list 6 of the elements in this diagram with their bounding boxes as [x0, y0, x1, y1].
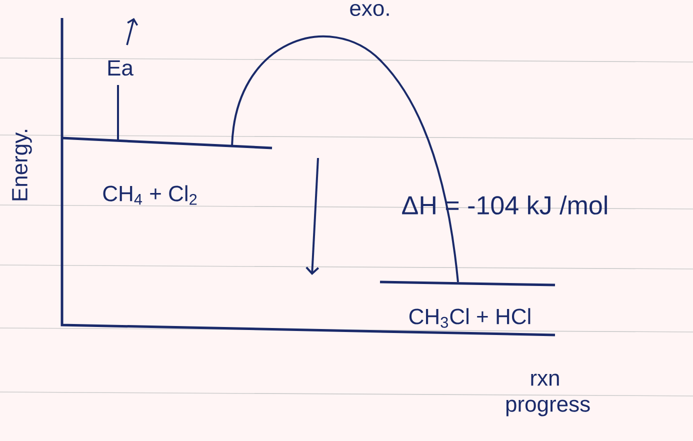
product-label: CH$_{3}$Cl + HCl	[409, 308, 530, 328]
axis-label: Energy.	[12, 130, 32, 200]
energy-label: Ea	[108, 60, 134, 76]
axis-label: rxn progress	[506, 374, 590, 416]
reactant-label: CH$_{4}$ + Cl$_{2}$	[103, 185, 197, 205]
title: exo.	[350, 4, 389, 16]
